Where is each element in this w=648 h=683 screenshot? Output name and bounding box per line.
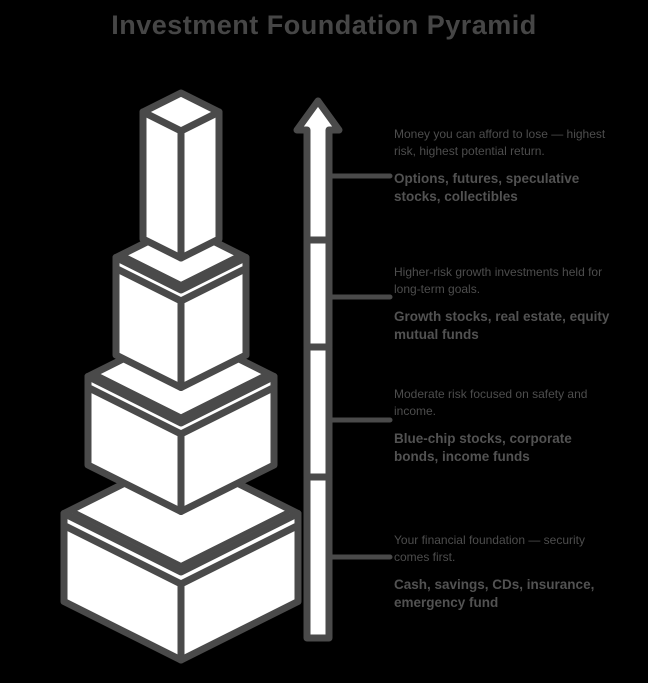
level-description: Your financial foundation — security com… (394, 533, 586, 565)
level-examples: Options, futures, speculative stocks, co… (394, 170, 580, 204)
level-description: Money you can afford to lose — highest r… (394, 127, 606, 159)
level-description: Higher-risk growth investments held for … (394, 265, 603, 297)
level-text-income: Moderate risk focused on safety and inco… (394, 386, 612, 466)
level-text-speculation: Money you can afford to lose — highest r… (394, 126, 612, 206)
page-title: Investment Foundation Pyramid (111, 10, 537, 40)
level-examples: Blue-chip stocks, corporate bonds, incom… (394, 430, 572, 464)
level-text-growth: Higher-risk growth investments held for … (394, 264, 612, 344)
level-text-foundation: Your financial foundation — security com… (394, 532, 612, 612)
level-examples: Growth stocks, real estate, equity mutua… (394, 308, 610, 342)
level-description: Moderate risk focused on safety and inco… (394, 387, 588, 419)
tower-block-speculation (139, 89, 223, 262)
risk-arrow (293, 97, 343, 642)
level-examples: Cash, savings, CDs, insurance, emergency… (394, 576, 595, 610)
leader-lines (328, 173, 393, 560)
